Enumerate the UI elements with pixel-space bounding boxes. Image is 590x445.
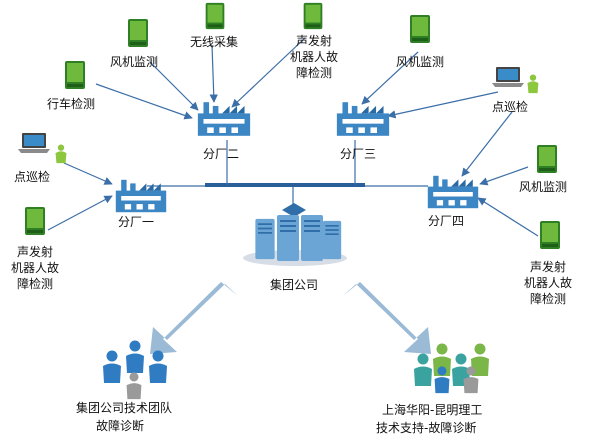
team-label-line2: 技术支持-故障诊断 [376, 420, 476, 435]
device-label-line1: 声发射 [530, 259, 566, 274]
device-label: 风机监测 [110, 55, 158, 69]
device-patrol-left: 点巡检 [14, 133, 67, 184]
person-icon [149, 350, 167, 383]
server-icon [301, 215, 323, 261]
device-acoustic-top: 声发射 机器人故 障检测 [290, 2, 338, 80]
device-label: 点巡检 [14, 169, 50, 184]
factory-f1: 分厂一 [115, 179, 167, 229]
monitor-device-icon [537, 145, 557, 173]
backbone-bus [205, 183, 365, 187]
device-acoustic-right: 声发射 机器人故 障检测 [524, 221, 572, 306]
team-left: 集团公司技术团队 故障诊断 [76, 340, 172, 433]
factory-icon [197, 102, 251, 136]
inspector-icon [55, 144, 67, 164]
team-label-line1: 集团公司技术团队 [76, 400, 172, 415]
hq-servers: 集团公司 [243, 203, 347, 292]
server-icon [322, 220, 342, 260]
device-label: 无线采集 [190, 34, 238, 49]
person-icon [414, 353, 432, 386]
monitor-device-icon [128, 19, 148, 47]
server-icon [255, 218, 275, 260]
monitor-device-icon [303, 2, 323, 30]
device-patrol-right: 点巡检 [492, 67, 539, 114]
arrow-to-right-team [343, 282, 431, 354]
server-top-icon [282, 203, 306, 217]
device-label-line1: 声发射 [17, 244, 53, 259]
person-icon [126, 340, 144, 373]
device-label-line3: 障检测 [296, 65, 332, 80]
device-fan-right: 风机监测 [519, 145, 567, 194]
arrow-shape [343, 282, 431, 354]
device-label-line3: 障检测 [530, 291, 566, 306]
device-label: 点巡检 [492, 99, 528, 114]
factory-icon [427, 175, 479, 209]
monitor-device-icon [205, 2, 225, 30]
device-label-line2: 机器人故 [11, 260, 59, 275]
factory-icon [115, 179, 167, 213]
device-label-line3: 障检测 [17, 276, 53, 291]
arrow-to-left-team [150, 282, 238, 354]
factory-label: 分厂三 [340, 147, 376, 161]
laptop-icon [492, 67, 524, 87]
device-fan-f3: 风机监测 [396, 15, 444, 69]
device-label: 行车检测 [47, 96, 95, 111]
factory-label: 分厂一 [118, 215, 154, 229]
device-label-line1: 声发射 [296, 33, 332, 48]
device-fan-f2: 风机监测 [110, 19, 158, 69]
factory-f2: 分厂二 [197, 102, 251, 161]
arrow-shape [150, 282, 238, 354]
device-label: 风机监测 [519, 180, 567, 194]
monitor-device-icon [25, 207, 45, 235]
device-wireless: 无线采集 [190, 2, 238, 49]
person-icon [126, 372, 142, 400]
device-label-line2: 机器人故 [524, 275, 572, 290]
team-right: 上海华阳-昆明理工 技术支持-故障诊断 [376, 343, 489, 435]
connection-lines [47, 37, 539, 237]
hq-label: 集团公司 [270, 277, 318, 292]
server-icon [277, 215, 299, 261]
device-acoustic-left: 声发射 机器人故 障检测 [11, 207, 59, 291]
factory-f4: 分厂四 [427, 175, 479, 228]
monitor-device-icon [540, 221, 560, 249]
device-label: 风机监测 [396, 55, 444, 69]
device-label-line2: 机器人故 [290, 49, 338, 64]
factory-label: 分厂二 [203, 147, 239, 161]
monitor-device-icon [410, 15, 430, 43]
person-icon [103, 350, 121, 383]
monitor-device-icon [65, 61, 85, 89]
device-crane: 行车检测 [47, 61, 95, 111]
factory-icon [336, 102, 390, 136]
factory-f3: 分厂三 [336, 102, 390, 161]
team-label-line1: 上海华阳-昆明理工 [382, 402, 482, 417]
laptop-icon [18, 133, 50, 153]
inspector-icon [527, 74, 539, 94]
team-label-line2: 故障诊断 [96, 418, 144, 433]
factory-label: 分厂四 [428, 214, 464, 228]
